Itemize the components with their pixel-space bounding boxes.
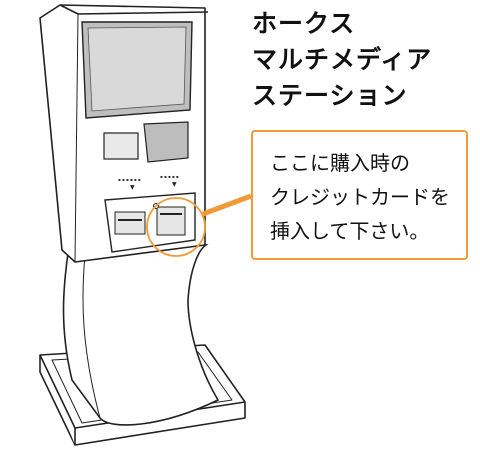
callout-box: ここに購入時の クレジットカードを 挿入して下さい。	[251, 130, 468, 260]
title-line-3: ステーション	[252, 81, 408, 110]
kiosk-pedestal	[62, 239, 220, 426]
callout-line-2: クレジットカードを	[270, 185, 450, 209]
callout-line-1: ここに購入時の	[270, 151, 410, 175]
kiosk-screen	[81, 21, 193, 119]
title-line-1: ホークス	[252, 9, 356, 38]
callout-connector	[202, 193, 252, 217]
title-line-2: マルチメディア	[252, 45, 433, 74]
arrow-down-icon: ▼	[130, 184, 135, 191]
card-slot-highlight	[146, 197, 206, 257]
slot-label-left: ▪ ▪ ▪ ▪ ▪ ▪	[118, 177, 141, 182]
slot-label-right: ▪ ▪ ▪ ▪ ▪	[160, 174, 179, 179]
arrow-down-icon: ▼	[172, 181, 177, 188]
kiosk-panels	[103, 121, 189, 163]
card-slot-panel	[104, 192, 196, 253]
callout-line-3: 挿入して下さい。	[270, 219, 430, 243]
